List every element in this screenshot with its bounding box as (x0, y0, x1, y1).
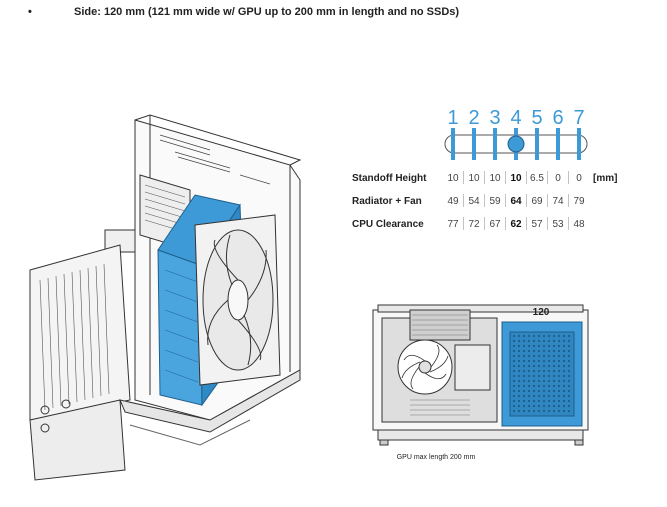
radiator-size-label: 120 (533, 307, 550, 318)
table-cell: 79 (573, 196, 585, 207)
table-cell: 10 (447, 173, 459, 184)
standoff-position-label: 3 (489, 107, 500, 129)
standoff-tick (472, 128, 476, 160)
table-cell: 69 (531, 196, 543, 207)
standoff-position-label: 7 (573, 107, 584, 129)
row-label: CPU Clearance (352, 219, 424, 230)
standoff-tick (535, 128, 539, 160)
table-cell: 10 (510, 173, 522, 184)
table-cell: 53 (552, 219, 564, 230)
spec-text: Side: 120 mm (121 mm wide w/ GPU up to 2… (74, 6, 460, 18)
standoff-selector: 1 2 3 4 5 6 7 (444, 107, 588, 160)
table-cell: 10 (489, 173, 501, 184)
standoff-table: Standoff Height Radiator + Fan CPU Clear… (352, 171, 617, 230)
standoff-tick (493, 128, 497, 160)
unit-label: [mm] (593, 173, 617, 184)
table-cell: 54 (468, 196, 480, 207)
standoff-selected-knob (507, 135, 525, 153)
top-view-caption: GPU max length 200 mm (397, 454, 476, 461)
table-cell: 59 (489, 196, 501, 207)
standoff-tick (577, 128, 581, 160)
table-cell: 48 (573, 219, 585, 230)
standoff-position-label: 1 (447, 107, 458, 129)
table-cell: 64 (510, 196, 522, 207)
standoff-tick (556, 128, 560, 160)
row-label: Standoff Height (352, 173, 427, 184)
table-cell: 72 (468, 219, 480, 230)
fan-illustration (194, 214, 281, 386)
table-cell: 62 (510, 219, 522, 230)
spec-bullet: • Side: 120 mm (121 mm wide w/ GPU up to… (28, 6, 459, 18)
table-cell: 77 (447, 219, 459, 230)
table-cell: 49 (447, 196, 459, 207)
standoff-tick (451, 128, 455, 160)
table-cell: 10 (468, 173, 480, 184)
row-label: Radiator + Fan (352, 196, 422, 207)
table-cell: 74 (552, 196, 564, 207)
standoff-position-label: 2 (468, 107, 479, 129)
table-cell: 0 (576, 173, 582, 184)
table-cell: 57 (531, 219, 543, 230)
standoff-position-label: 6 (552, 107, 563, 129)
table-cell: 67 (489, 219, 501, 230)
table-cell: 0 (555, 173, 561, 184)
top-view-diagram (372, 304, 589, 446)
standoff-position-label: 4 (510, 107, 521, 129)
table-cell: 6.5 (530, 173, 544, 184)
standoff-position-label: 5 (531, 107, 542, 129)
bullet-marker: • (28, 6, 32, 18)
